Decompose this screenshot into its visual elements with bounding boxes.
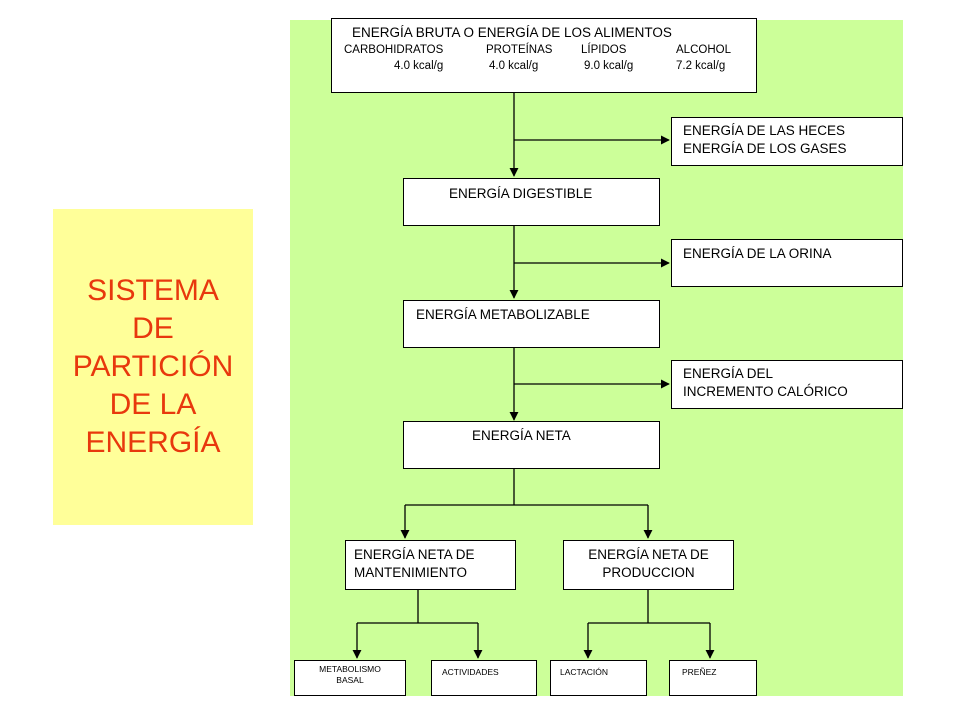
feces-label: ENERGÍA DE LAS HECES — [683, 123, 846, 138]
maintenance-label-line1: ENERGÍA NETA DE — [354, 547, 475, 562]
heat-label-line2: INCREMENTO CALÓRICO — [683, 384, 848, 399]
feces-gases-box: ENERGÍA DE LAS HECES ENERGÍA DE LOS GASE… — [671, 117, 903, 166]
nutrient-value: 4.0 kcal/g — [489, 60, 539, 72]
maintenance-energy-box: ENERGÍA NETA DE MANTENIMIENTO — [345, 540, 516, 590]
gases-label: ENERGÍA DE LOS GASES — [683, 141, 847, 156]
urine-energy-box: ENERGÍA DE LA ORINA — [671, 239, 903, 287]
lactation-box: LACTACIÓN — [550, 660, 647, 696]
activities-box: ACTIVIDADES — [431, 660, 537, 696]
urine-label: ENERGÍA DE LA ORINA — [683, 246, 832, 261]
nutrient-value: 4.0 kcal/g — [394, 60, 444, 72]
nutrient-name: CARBOHIDRATOS — [344, 44, 444, 56]
nutrient-names-row: CARBOHIDRATOS PROTEÍNAS LÍPIDOS ALCOHOL — [344, 42, 756, 58]
pregnancy-box: PREÑEZ — [669, 660, 757, 696]
nutrient-value: 7.2 kcal/g — [676, 60, 726, 72]
nutrient-value: 9.0 kcal/g — [584, 60, 634, 72]
heat-increment-box: ENERGÍA DEL INCREMENTO CALÓRICO — [671, 360, 903, 409]
nutrient-name: LÍPIDOS — [581, 44, 627, 56]
production-label-line2: PRODUCCION — [602, 565, 695, 580]
net-energy-box: ENERGÍA NETA — [403, 421, 660, 469]
lactation-label: LACTACIÓN — [560, 667, 609, 677]
nutrient-values-row: 4.0 kcal/g 4.0 kcal/g 9.0 kcal/g 7.2 kca… — [344, 58, 756, 74]
production-energy-box: ENERGÍA NETA DE PRODUCCION — [563, 540, 734, 590]
metabolizable-label: ENERGÍA METABOLIZABLE — [416, 307, 590, 322]
basal-metabolism-box: METABOLISMO BASAL — [294, 660, 406, 696]
digestible-energy-box: ENERGÍA DIGESTIBLE — [403, 178, 660, 226]
heat-label-line1: ENERGÍA DEL — [683, 366, 774, 381]
nutrient-name: PROTEÍNAS — [486, 44, 553, 56]
net-label: ENERGÍA NETA — [472, 428, 571, 443]
nutrient-name: ALCOHOL — [676, 44, 731, 56]
digestible-label: ENERGÍA DIGESTIBLE — [449, 186, 593, 201]
metabolizable-energy-box: ENERGÍA METABOLIZABLE — [403, 300, 660, 348]
maintenance-label-line2: MANTENIMIENTO — [354, 565, 468, 580]
pregnancy-label: PREÑEZ — [682, 667, 717, 677]
activities-label: ACTIVIDADES — [442, 667, 499, 677]
title-panel: SISTEMA DE PARTICIÓN DE LA ENERGÍA — [53, 209, 253, 525]
gross-energy-box: ENERGÍA BRUTA O ENERGÍA DE LOS ALIMENTOS… — [331, 18, 757, 93]
production-label-line1: ENERGÍA NETA DE — [588, 547, 709, 562]
basal-label-line2: BASAL — [336, 675, 364, 685]
diagram-title: SISTEMA DE PARTICIÓN DE LA ENERGÍA — [72, 274, 234, 459]
gross-energy-title: ENERGÍA BRUTA O ENERGÍA DE LOS ALIMENTOS — [352, 25, 672, 40]
basal-label-line1: METABOLISMO — [319, 664, 381, 674]
